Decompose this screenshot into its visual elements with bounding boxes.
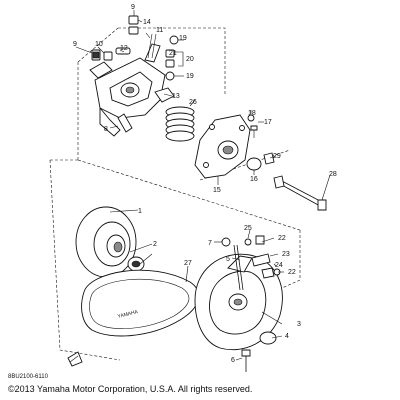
bearing [127,256,145,272]
label-7: 7 [208,240,212,247]
label-9b: 9 [73,41,77,48]
label-2: 2 [153,241,157,248]
label-11: 11 [156,27,163,34]
label-19a: 19 [179,35,187,42]
label-18: 18 [248,110,256,117]
primary-cap [194,114,251,179]
label-20: 20 [186,56,194,63]
label-17: 17 [264,119,272,126]
drive-belt: YAMAHA [81,269,200,337]
diagram-code: 8BU2100-6110 [8,374,48,380]
label-28: 28 [329,171,337,178]
belt-label: YAMAHA [117,309,139,320]
hardware-right [246,114,327,211]
bushings-group [165,35,184,81]
label-9a: 9 [131,4,135,11]
label-5: 5 [226,256,230,263]
label-26: 26 [189,99,197,106]
label-21: 21 [169,50,177,57]
leader-lines [75,10,331,361]
secondary-sheave-body [194,253,283,351]
secondary-sheave-disc [75,206,137,278]
label-19b: 19 [186,73,194,80]
spring [165,106,195,142]
label-13: 13 [172,93,180,100]
label-14: 14 [143,19,151,26]
primary-sheave-assembly [89,43,175,137]
label-25: 25 [244,225,252,232]
roller-weights [91,15,157,61]
label-4: 4 [285,333,289,340]
label-22a: 22 [278,235,286,242]
label-1: 1 [138,208,142,215]
label-22b: 22 [288,269,296,276]
label-12: 12 [120,45,128,52]
callout-numbers: 9 14 11 19 9 10 12 21 20 19 13 26 18 8 1… [73,4,337,364]
label-8: 8 [104,126,108,133]
label-23: 23 [282,251,290,258]
label-24: 24 [275,262,283,269]
label-27: 27 [184,260,192,267]
label-6: 6 [231,357,235,364]
label-3: 3 [297,321,301,328]
copyright-notice: ©2013 Yamaha Motor Corporation, U.S.A. A… [8,384,253,394]
label-10: 10 [95,41,103,48]
label-29: 29 [273,153,281,160]
label-16: 16 [250,176,258,183]
label-15: 15 [213,187,221,194]
front-arrow-icon [67,351,83,367]
bolt-6 [241,349,251,372]
assembly-frame [49,27,301,361]
